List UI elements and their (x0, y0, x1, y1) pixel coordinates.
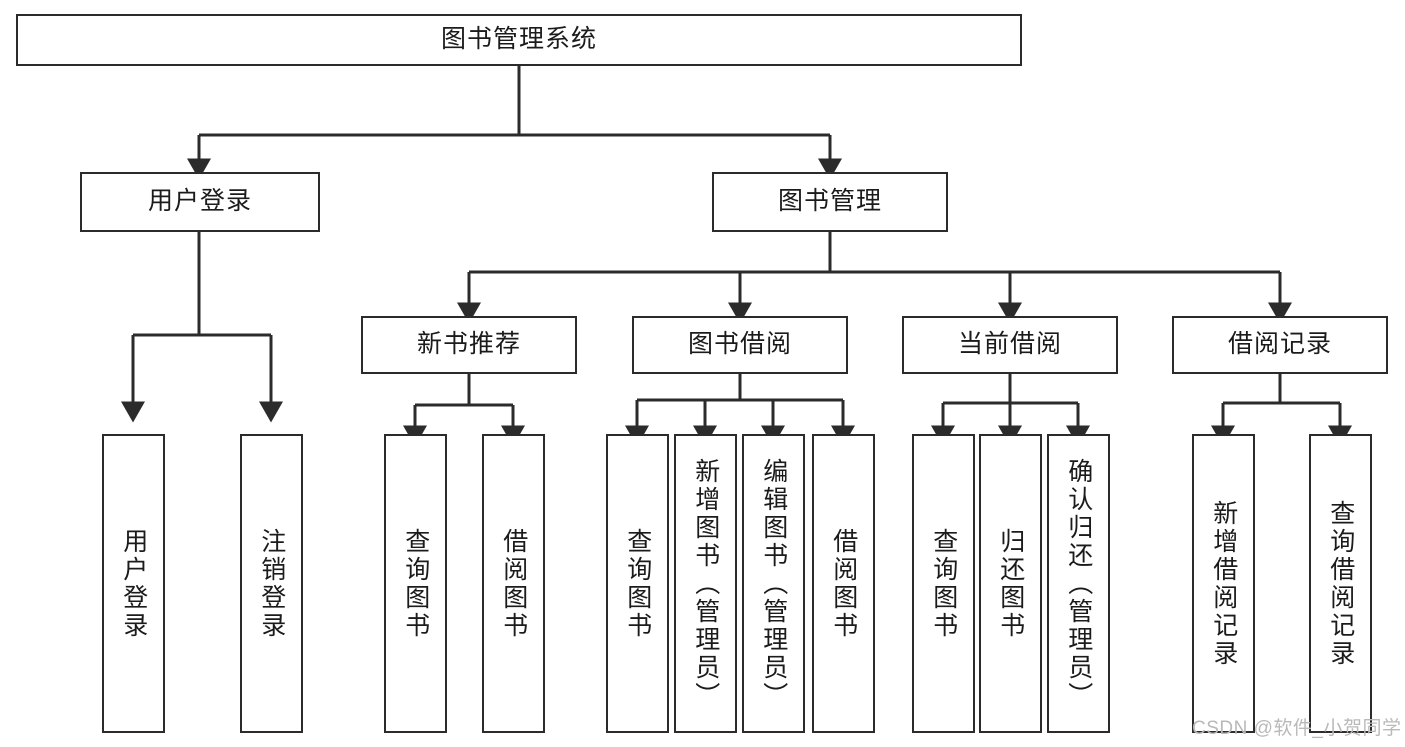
node-current-borrow-label: 当前借阅 (957, 330, 1062, 359)
node-current-borrow[interactable]: 当前借阅 (902, 316, 1118, 374)
leaf-borrow-add-book[interactable]: 新增图书（管理员） (674, 434, 737, 733)
leaf-user-login-signin[interactable]: 用户登录 (102, 434, 165, 733)
leaf-borrow-query-book[interactable]: 查询图书 (606, 434, 669, 733)
leaf-user-login-signout[interactable]: 注销登录 (240, 434, 303, 733)
leaf-label: 查询借阅记录 (1326, 499, 1355, 668)
leaf-label: 编辑图书（管理员） (759, 457, 788, 710)
node-new-book-recommend[interactable]: 新书推荐 (361, 316, 577, 374)
leaf-new-book-borrow[interactable]: 借阅图书 (482, 434, 545, 733)
leaf-current-confirm-return[interactable]: 确认归还（管理员） (1047, 434, 1110, 733)
node-user-login-label: 用户登录 (147, 187, 252, 216)
leaf-record-add[interactable]: 新增借阅记录 (1192, 434, 1255, 733)
leaf-label: 借阅图书 (829, 527, 858, 640)
node-user-login[interactable]: 用户登录 (80, 172, 320, 232)
node-borrow-record[interactable]: 借阅记录 (1172, 316, 1388, 374)
node-book-manage-label: 图书管理 (777, 187, 882, 216)
node-borrow-record-label: 借阅记录 (1227, 330, 1332, 359)
leaf-borrow-edit-book[interactable]: 编辑图书（管理员） (742, 434, 805, 733)
leaf-borrow-borrow-book[interactable]: 借阅图书 (812, 434, 875, 733)
leaf-label: 注销登录 (257, 527, 286, 640)
leaf-new-book-query[interactable]: 查询图书 (384, 434, 447, 733)
leaf-record-query[interactable]: 查询借阅记录 (1309, 434, 1372, 733)
leaf-label: 查询图书 (929, 527, 958, 640)
leaf-label: 新增借阅记录 (1209, 499, 1238, 668)
leaf-current-query-book[interactable]: 查询图书 (912, 434, 975, 733)
leaf-label: 确认归还（管理员） (1064, 457, 1093, 710)
leaf-current-return-book[interactable]: 归还图书 (979, 434, 1042, 733)
leaf-label: 新增图书（管理员） (691, 457, 720, 710)
node-book-manage[interactable]: 图书管理 (712, 172, 948, 232)
leaf-label: 查询图书 (623, 527, 652, 640)
leaf-label: 用户登录 (119, 527, 148, 640)
node-root[interactable]: 图书管理系统 (16, 14, 1022, 66)
node-root-label: 图书管理系统 (440, 25, 597, 54)
leaf-label: 查询图书 (401, 527, 430, 640)
node-new-book-recommend-label: 新书推荐 (416, 330, 521, 359)
csdn-watermark: CSDN @软件_小贺同学 (1192, 718, 1402, 739)
leaf-label: 归还图书 (996, 527, 1025, 640)
node-book-borrow[interactable]: 图书借阅 (632, 316, 848, 374)
node-book-borrow-label: 图书借阅 (687, 330, 792, 359)
leaf-label: 借阅图书 (499, 527, 528, 640)
